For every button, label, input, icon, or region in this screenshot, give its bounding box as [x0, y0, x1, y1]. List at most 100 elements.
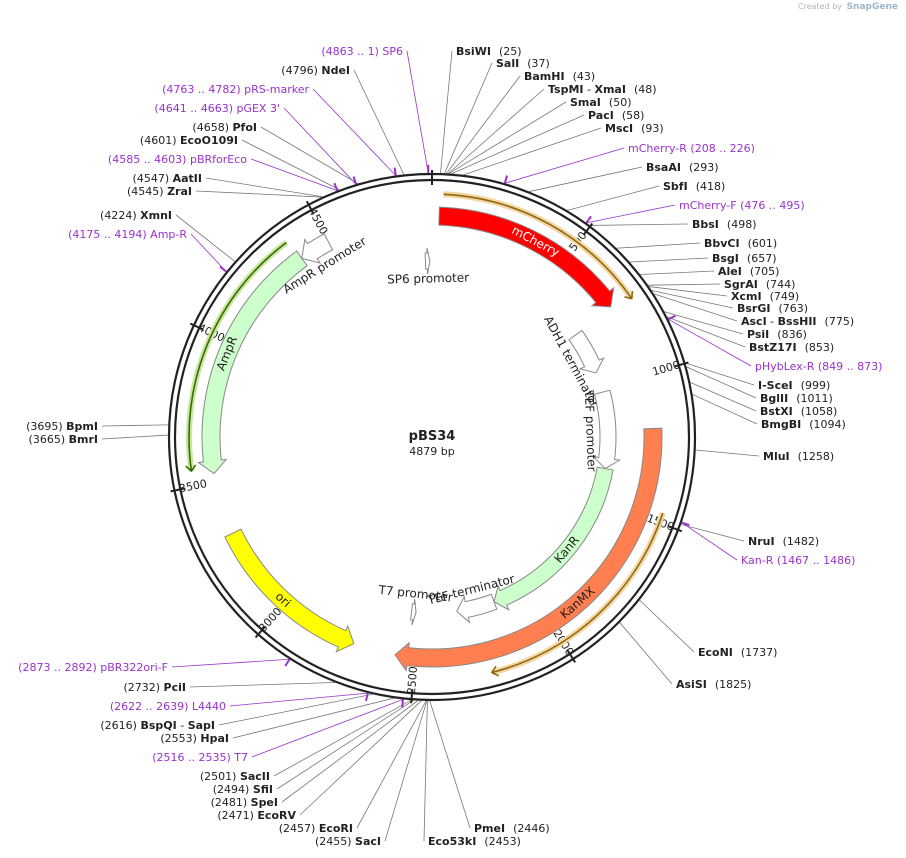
- cut-position: (37): [527, 57, 550, 70]
- connector-line: [586, 204, 676, 224]
- site-text: (4601) EcoO109I: [140, 134, 238, 147]
- restriction-site-label: BsaAI(293): [646, 161, 719, 174]
- primer-name: (4175 .. 4194) Amp-R: [68, 228, 187, 241]
- enzyme-name: BbvCI: [704, 237, 740, 250]
- site-text: AscI - BssHII(775): [741, 315, 854, 328]
- orf-arrowhead: [490, 665, 500, 677]
- site-text: PmeI (2446): [474, 822, 550, 835]
- tick-mark: [668, 525, 683, 533]
- tick-mark: [566, 650, 577, 663]
- connector-line: [680, 524, 745, 542]
- restriction-site-label: (4658) PfoI: [192, 121, 257, 134]
- connector-line: [260, 126, 359, 184]
- restriction-site-label: BglII(1011): [760, 392, 833, 405]
- restriction-site-label: MscI(93): [605, 122, 664, 135]
- primer-mark: [681, 521, 690, 527]
- orf-line: [491, 512, 664, 674]
- enzyme-name-2: XmaI: [594, 83, 625, 96]
- cut-position: (1058): [801, 405, 838, 418]
- primer-mark: [585, 215, 592, 224]
- connector-line: [686, 366, 757, 399]
- restriction-site-label: (4601) EcoO109I: [140, 134, 238, 147]
- connector-line: [273, 699, 412, 777]
- site-text: (4224) XmnI: [100, 209, 172, 222]
- primer-label: (4175 .. 4194) Amp-R: [68, 228, 187, 241]
- cut-position: (2446): [513, 822, 550, 835]
- connector-line: [250, 158, 338, 191]
- site-text: Eco53kI(2453): [428, 835, 521, 848]
- connector-line: [651, 290, 734, 309]
- site-text: (4658) PfoI: [192, 121, 257, 134]
- enzyme-name: Eco53kI: [428, 835, 476, 848]
- primer-text: (2622 .. 2639) L4440: [110, 700, 226, 713]
- restriction-site-label: BbvCI(601): [704, 237, 777, 250]
- cut-position: (93): [641, 122, 664, 135]
- site-text: SbfI(418): [663, 180, 725, 193]
- connector-line: [195, 190, 322, 198]
- connector-line: [356, 700, 427, 829]
- connector-line: [283, 107, 357, 185]
- cut-position: (705): [750, 265, 780, 278]
- cut-position: (1482): [783, 535, 820, 548]
- site-text: BstXI(1058): [760, 405, 837, 418]
- feature-sp6-promoter: [424, 247, 431, 275]
- site-text: BsiWI(25): [456, 45, 522, 58]
- connector-line: [647, 283, 721, 286]
- site-text: BsgI(657): [712, 252, 777, 265]
- cut-position: (2457): [279, 822, 319, 835]
- restriction-site-label: (2494) SfiI: [213, 783, 273, 796]
- restriction-site-label: BbsI(498): [692, 218, 757, 231]
- cut-position: (2455): [315, 835, 355, 848]
- cut-position: (418): [696, 180, 726, 193]
- enzyme-name: SfiI: [253, 783, 273, 796]
- site-text: (3665) BmrI: [29, 433, 98, 446]
- cut-position: (3665): [29, 433, 69, 446]
- restriction-site-label: TspMI - XmaI(48): [548, 83, 657, 96]
- site-text: (2457) EcoRI: [279, 822, 353, 835]
- primer-text: Kan-R (1467 .. 1486): [741, 554, 855, 567]
- restriction-site-label: AscI - BssHII(775): [741, 315, 854, 328]
- connector-line: [629, 257, 709, 263]
- connector-line: [423, 700, 428, 842]
- primer-label: (2516 .. 2535) T7: [152, 751, 248, 764]
- primer-mark: [364, 692, 369, 702]
- connector-line: [451, 114, 585, 175]
- site-text: PacI(58): [588, 109, 644, 122]
- restriction-site-label: XcmI(749): [731, 290, 799, 303]
- primer-text: (4863 .. 1) SP6: [321, 45, 403, 58]
- connector-line: [448, 88, 545, 174]
- enzyme-name: AleI: [718, 265, 742, 278]
- enzyme-name: BsiWI: [456, 45, 491, 58]
- cut-position: (2494): [213, 783, 253, 796]
- cut-position: (4224): [100, 209, 140, 222]
- restriction-site-label: PmeI (2446): [474, 822, 550, 835]
- primer-mark: [401, 699, 404, 708]
- connector-line: [218, 693, 373, 726]
- enzyme-name: PmeI: [474, 822, 505, 835]
- connector-line: [101, 434, 169, 440]
- site-text: SalI(37): [496, 57, 550, 70]
- separator: -: [767, 315, 778, 328]
- restriction-site-label: (2553) HpaI: [160, 732, 229, 745]
- site-text: AsiSI(1825): [676, 678, 751, 691]
- feature-kanmx: [394, 427, 663, 672]
- restriction-site-label: BstZ17I(853): [749, 341, 834, 354]
- site-text: TspMI - XmaI(48): [548, 83, 657, 96]
- site-text: EcoNI(1737): [698, 646, 777, 659]
- connector-line: [312, 88, 397, 176]
- connector-line: [589, 223, 689, 226]
- connector-line: [101, 424, 169, 427]
- restriction-site-label: (3695) BpmI: [26, 420, 98, 433]
- site-text: BbsI(498): [692, 218, 757, 231]
- enzyme-name: PacI: [588, 109, 614, 122]
- tick-mark: [254, 626, 266, 639]
- label-connector-lines: [101, 50, 760, 842]
- site-text: SmaI(50): [570, 96, 632, 109]
- site-text: AleI (705): [718, 265, 779, 278]
- connector-line: [639, 599, 695, 653]
- site-text: SgrAI(744): [724, 278, 795, 291]
- enzyme-name: XmnI: [140, 209, 172, 222]
- tick-label: 4500: [306, 206, 331, 237]
- tick-mark: [189, 322, 204, 331]
- enzyme-name: BpmI: [66, 420, 98, 433]
